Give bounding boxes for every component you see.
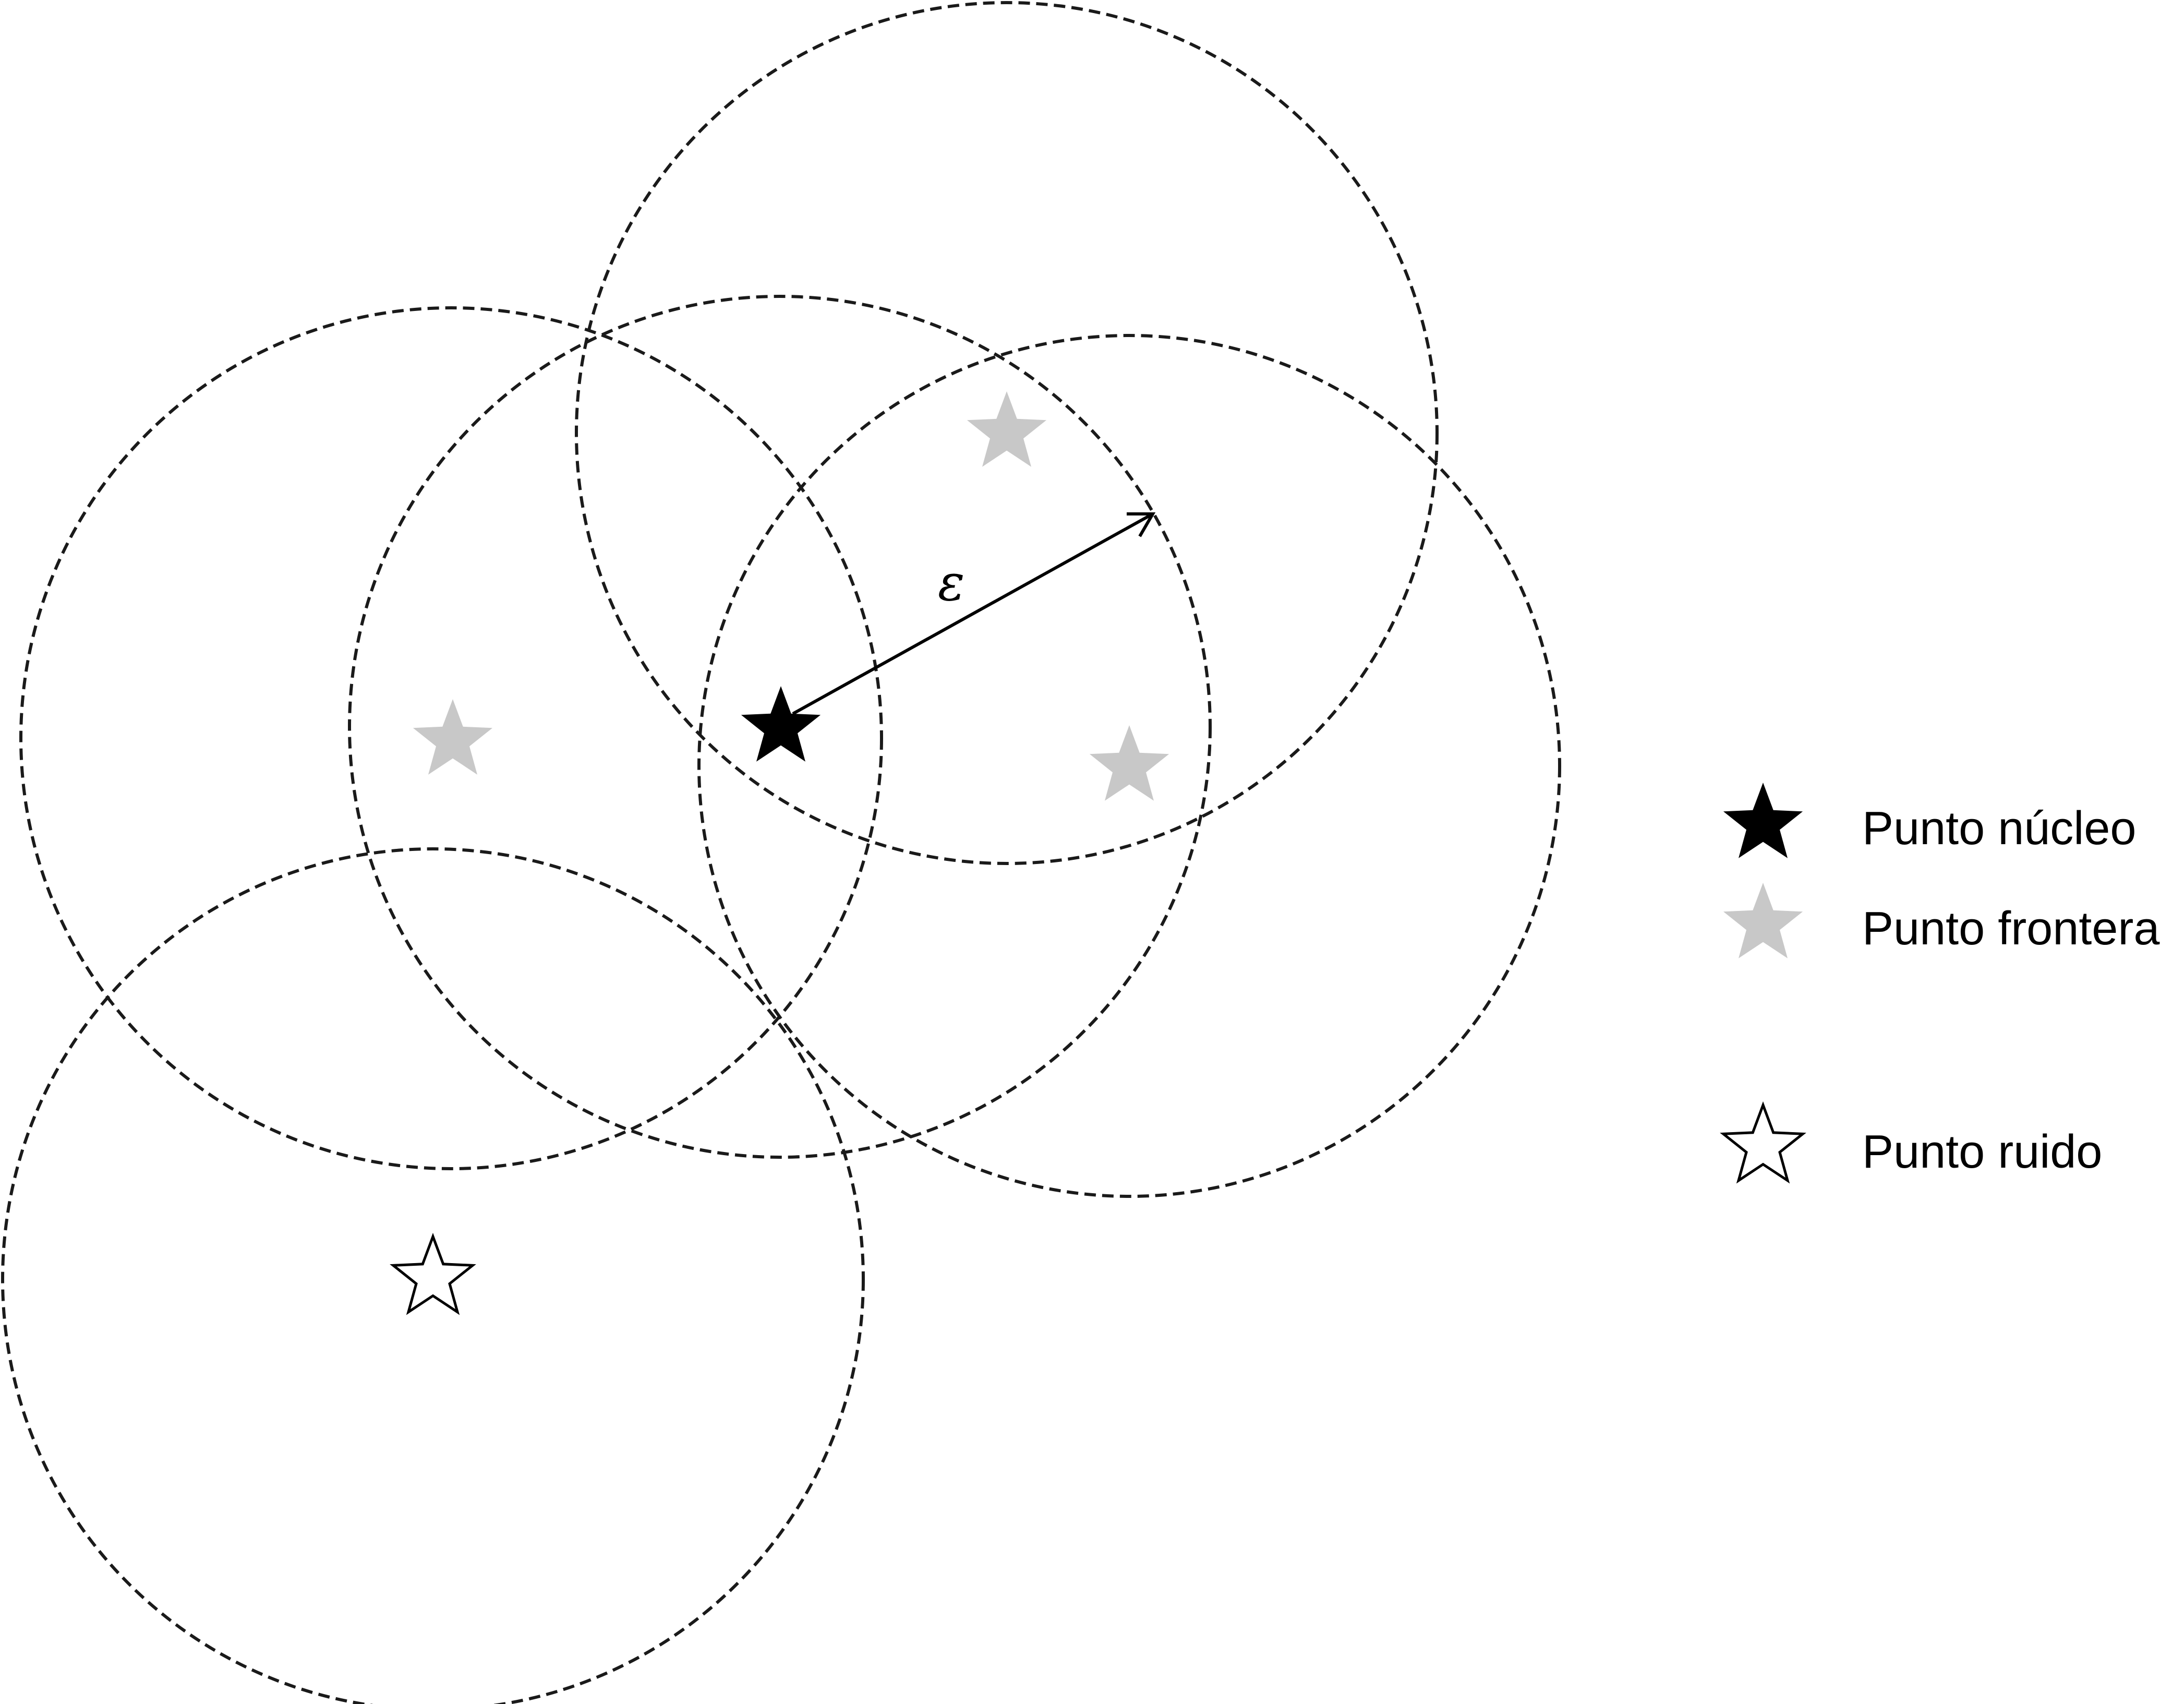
- neighborhood-circle-top: [575, 1, 1439, 865]
- epsilon-radius-arrow: [792, 512, 1156, 715]
- neighborhood-circle-center: [348, 295, 1212, 1159]
- legend-border-label: Punto frontera: [1862, 903, 2160, 955]
- neighborhood-circle-bottom: [1, 847, 865, 1704]
- border-point-star-icon: [413, 699, 493, 775]
- noise-point-star-icon: [390, 1232, 476, 1315]
- legend-core-label: Punto núcleo: [1862, 802, 2136, 855]
- arrowhead-icon: [1127, 512, 1156, 537]
- border-point-star-icon: [967, 391, 1047, 467]
- legend-noise-label: Punto ruido: [1862, 1126, 2102, 1178]
- legend: Punto núcleo Punto frontera Punto ruido: [1720, 783, 2160, 1184]
- legend-border-star-icon: [1723, 883, 1803, 958]
- border-point-star-icon: [1089, 725, 1169, 801]
- neighborhood-circle-right: [697, 334, 1561, 1198]
- core-point-star-icon: [741, 686, 821, 762]
- neighborhood-circle-left: [19, 306, 883, 1170]
- legend-noise-star-icon: [1720, 1101, 1806, 1184]
- legend-core-star-icon: [1723, 783, 1803, 858]
- epsilon-label: ε: [938, 554, 965, 612]
